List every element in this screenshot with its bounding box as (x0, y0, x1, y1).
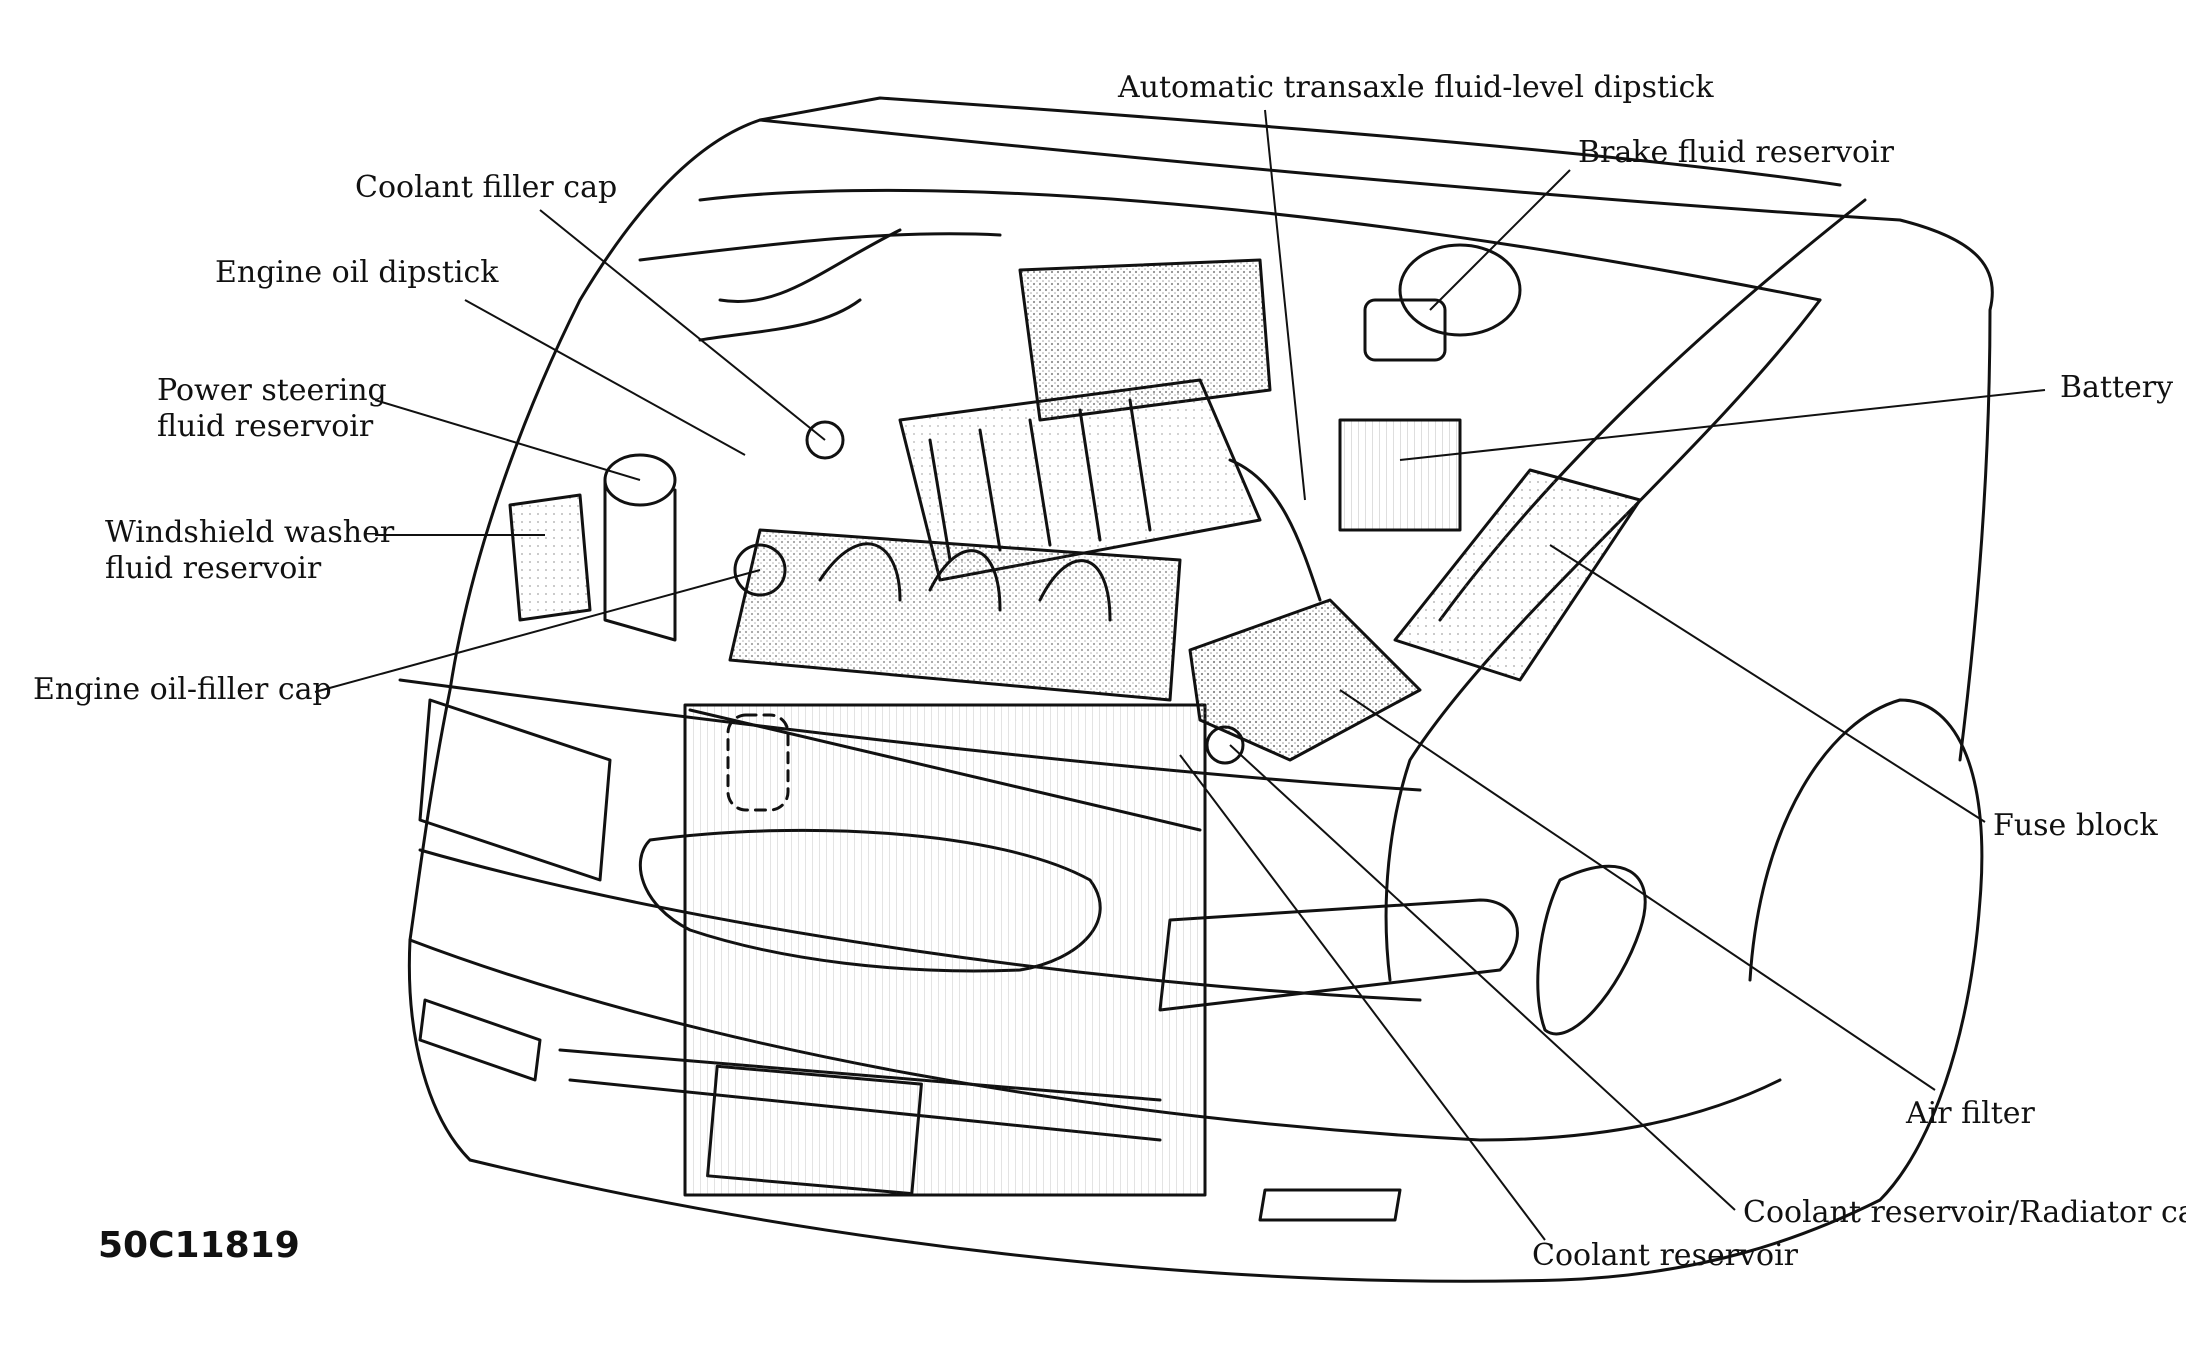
left-fender (408, 298, 582, 942)
right-fog-lamp (1258, 1188, 1402, 1222)
left-body-lower (407, 938, 472, 1162)
label-coolant-reservoir: Coolant reservoir (1532, 1238, 1799, 1273)
label-air-filter: Air filter (1906, 1096, 2035, 1131)
ignition-wires (818, 542, 1112, 622)
bumper-front (408, 938, 1782, 1142)
label-washer-line1: Windshield washer (105, 515, 395, 550)
engine-oil-filler-cap (733, 543, 787, 597)
battery (1338, 418, 1462, 532)
air-filter-housing (1188, 598, 1422, 762)
upper-hoses (698, 228, 902, 342)
label-automatic-transaxle-dipstick: Automatic transaxle fluid-level dipstick (1118, 70, 1714, 105)
brake-booster (1398, 243, 1522, 337)
label-coolant-reservoir-radiator-cap: Coolant reservoir/Radiator cap (1743, 1195, 2186, 1230)
label-battery: Battery (2060, 370, 2174, 405)
washer-reservoir (508, 493, 592, 622)
hood-inner-edge (758, 96, 1842, 187)
right-wheel-arch (1748, 698, 1984, 1202)
engine-cover (1018, 258, 1272, 422)
label-power-steering-reservoir: Power steering fluid reservoir (157, 373, 387, 445)
intake-duct (1228, 458, 1322, 602)
label-coolant-filler-cap: Coolant filler cap (355, 170, 618, 205)
brake-reservoir (1363, 298, 1447, 362)
label-brake-fluid-reservoir: Brake fluid reservoir (1578, 135, 1894, 170)
intake-runners (928, 398, 1152, 562)
left-fog-lamp (418, 998, 542, 1082)
label-power-steering-line2: fluid reservoir (157, 409, 374, 444)
label-power-steering-line1: Power steering (157, 373, 387, 408)
valve-cover (728, 528, 1182, 702)
left-headlamp (418, 698, 612, 882)
coolant-reservoir-cap (1205, 725, 1245, 765)
radiator-top-tank (688, 708, 1202, 832)
coolant-filler-cap (805, 420, 845, 460)
label-washer-line2: fluid reservoir (105, 551, 322, 586)
power-steering-body (603, 478, 677, 642)
label-washer-fluid-reservoir: Windshield washer fluid reservoir (105, 515, 394, 587)
bay-back-wall (698, 188, 1822, 302)
right-headlamp (1158, 898, 1519, 1012)
bay-rear-shelf (638, 232, 1002, 262)
figure-code: 50C11819 (98, 1225, 300, 1266)
leader-lines (314, 109, 2046, 1241)
hood-outline (578, 118, 1994, 762)
right-fender (1384, 298, 1822, 982)
fuse-block (1393, 468, 1642, 682)
label-fuse-block: Fuse block (1993, 808, 2158, 843)
label-engine-oil-dipstick: Engine oil dipstick (215, 255, 499, 290)
coolant-reservoir-dashed (726, 713, 790, 812)
bumper-lower (468, 1158, 1882, 1283)
right-turn-lamp (1536, 864, 1647, 1036)
radiator (683, 703, 1207, 1197)
label-engine-oil-filler-cap: Engine oil-filler cap (33, 672, 332, 707)
intake-manifold (898, 378, 1262, 582)
